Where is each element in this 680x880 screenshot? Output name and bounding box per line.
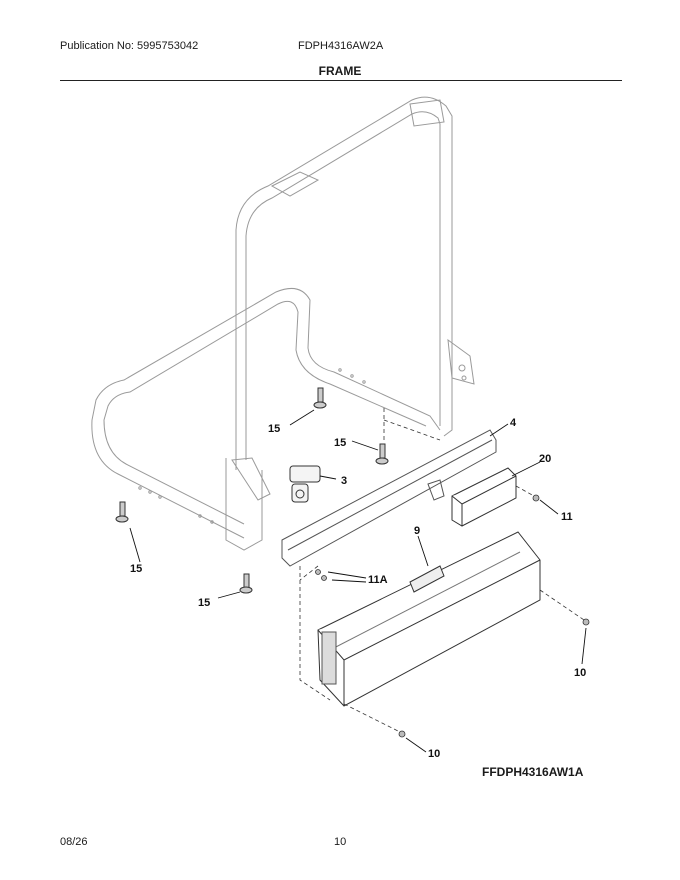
right-bracket <box>447 338 475 385</box>
inlet-valve-part-3 <box>289 465 321 503</box>
screw-10-right <box>582 618 590 626</box>
screw-11 <box>532 494 540 502</box>
callout-10-right: 10 <box>574 667 586 679</box>
leg-3 <box>115 501 129 523</box>
leg-1 <box>313 387 327 409</box>
toe-kick-part-9 <box>317 531 541 707</box>
model-number: FDPH4316AW2A <box>298 40 384 52</box>
callout-9: 9 <box>414 525 420 537</box>
section-title: FRAME <box>318 64 362 78</box>
rail-bracket <box>427 479 445 501</box>
callout-15-bottom: 15 <box>198 597 210 609</box>
publication-number: Publication No: 5995753042 <box>60 40 199 52</box>
screws <box>315 494 590 738</box>
leveling-legs <box>115 387 389 594</box>
rear-frame-outer <box>235 96 453 470</box>
callout-20: 20 <box>539 453 551 465</box>
callout-15-left: 15 <box>130 563 142 575</box>
header-rule <box>60 80 622 81</box>
top-corner-bracket <box>409 99 445 127</box>
callout-11a: 11A <box>368 574 388 586</box>
callout-10-bottom: 10 <box>428 748 440 760</box>
base-frame-outer <box>91 287 441 539</box>
callout-11: 11 <box>561 511 573 523</box>
callout-3: 3 <box>341 475 347 487</box>
leg-2 <box>375 443 389 465</box>
leg-4 <box>239 573 253 594</box>
footer-date: 08/26 <box>60 836 88 848</box>
control-box-part-20 <box>451 467 517 527</box>
callout-15-middle: 15 <box>334 437 346 449</box>
screw-11a-2 <box>321 575 327 581</box>
callout-15-top: 15 <box>268 423 280 435</box>
diagram-reference-code: FFDPH4316AW1A <box>482 765 584 779</box>
front-post <box>225 458 263 551</box>
front-post-bracket <box>231 457 271 501</box>
callout-4: 4 <box>510 417 517 429</box>
page-number: 10 <box>334 836 347 848</box>
screw-11a-1 <box>315 569 321 575</box>
screw-10-bottom <box>398 730 406 738</box>
base-frame-inner <box>103 300 427 525</box>
front-rail-part-4 <box>281 429 497 567</box>
top-bracket <box>270 171 320 197</box>
